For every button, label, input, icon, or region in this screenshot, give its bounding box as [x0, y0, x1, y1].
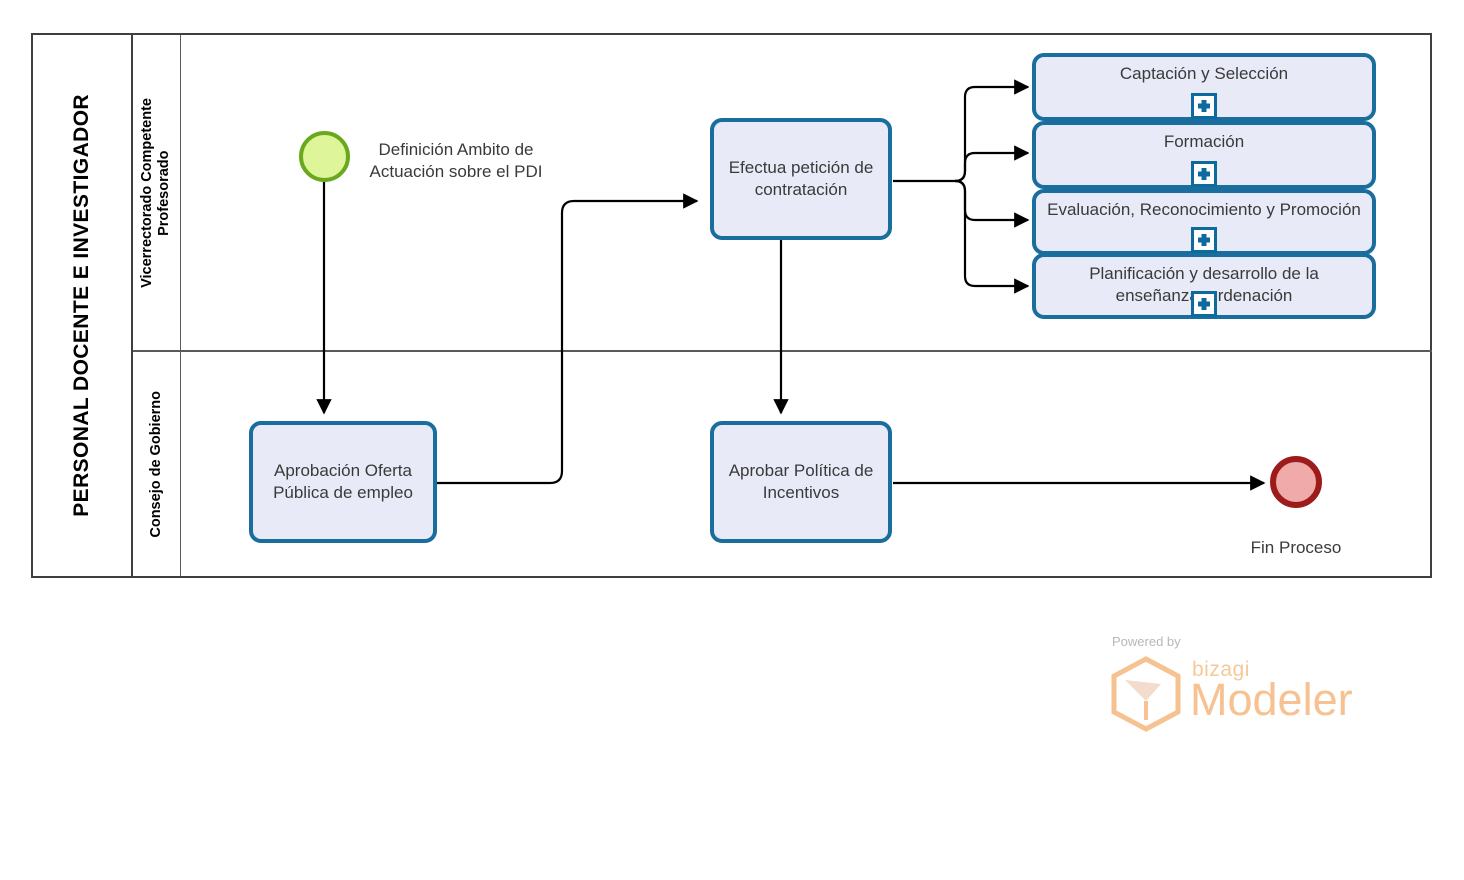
collapsed-subprocess-plus-icon[interactable] [1191, 161, 1217, 187]
subprocess-label: Formación [1163, 132, 1245, 151]
lane-consejo-de-gobierno[interactable]: Consejo de Gobierno [133, 350, 1432, 576]
subprocess-label: Evaluación, Reconocimiento y Promoción [1047, 200, 1361, 219]
task-aprobacion-oferta-publica-de-empleo[interactable]: Aprobación Oferta Pública de empleo [249, 421, 437, 543]
subprocess-formacion[interactable]: Formación [1032, 121, 1376, 189]
task-label: Aprobar Política de Incentivos [728, 461, 874, 502]
task-label: Efectua petición de contratación [728, 158, 874, 199]
start-event-label: Definición Ambito de Actuación sobre el … [369, 140, 543, 182]
bizagi-hexagon-logo-icon [1111, 656, 1181, 732]
subprocess-captacion-y-seleccion[interactable]: Captación y Selección [1032, 53, 1376, 121]
pool-title: PERSONAL DOCENTE E INVESTIGADOR [70, 94, 93, 517]
watermark-brand-text: bizagi [1192, 658, 1250, 681]
collapsed-subprocess-plus-icon[interactable] [1191, 227, 1217, 253]
bizagi-modeler-watermark: Powered by bizagi Modeler [1108, 634, 1368, 734]
collapsed-subprocess-plus-icon[interactable] [1191, 291, 1217, 317]
task-label: Aprobación Oferta Pública de empleo [273, 461, 413, 502]
subprocess-label: Captación y Selección [1119, 64, 1289, 83]
subprocess-evaluacion-reconocimiento-y-promocion[interactable]: Evaluación, Reconocimiento y Promoción [1032, 189, 1376, 255]
end-event-label: Fin Proceso [1250, 538, 1342, 557]
end-event[interactable] [1270, 456, 1322, 508]
task-aprobar-politica-de-incentivos[interactable]: Aprobar Política de Incentivos [710, 421, 892, 543]
collapsed-subprocess-plus-icon[interactable] [1191, 93, 1217, 119]
watermark-product-text: Modeler [1190, 674, 1353, 725]
subprocess-planificacion-y-desarrollo-ensenanza[interactable]: Planificación y desarrollo de la enseñan… [1032, 253, 1376, 319]
start-event[interactable] [299, 131, 350, 182]
lane-header-consejo: Consejo de Gobierno [133, 352, 181, 576]
pool-header: PERSONAL DOCENTE E INVESTIGADOR [33, 35, 133, 576]
watermark-powered-by-text: Powered by [1112, 634, 1181, 649]
lane-label-consejo: Consejo de Gobierno [147, 390, 164, 538]
task-efectua-peticion-de-contratacion[interactable]: Efectua petición de contratación [710, 118, 892, 240]
